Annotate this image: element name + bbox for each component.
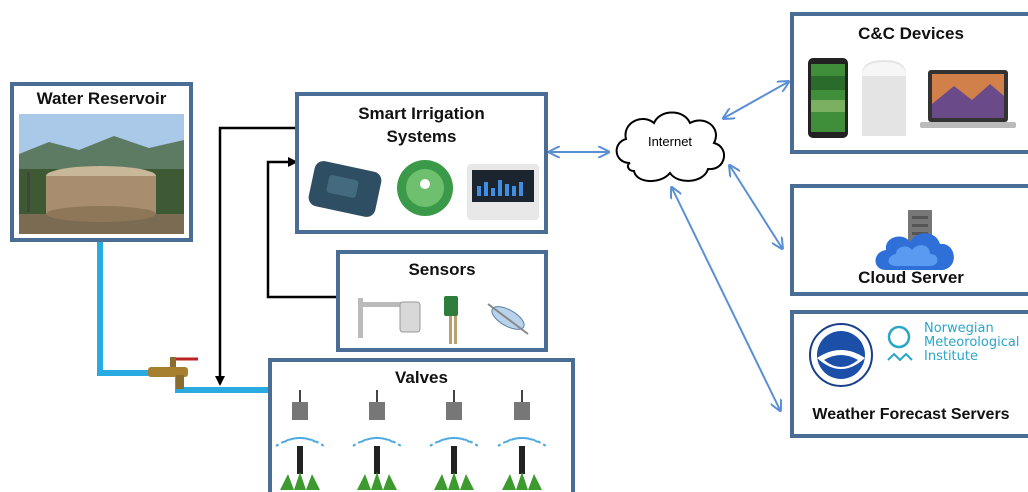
cloud-server-title: Cloud Server	[858, 268, 964, 287]
sprinkler-3	[429, 390, 479, 490]
smart-irrigation-box: Smart Irrigation Systems	[295, 92, 548, 234]
water-reservoir-title: Water Reservoir	[36, 89, 167, 108]
cc-devices-box: C&C Devices	[790, 12, 1028, 154]
faucet-icon	[148, 357, 198, 389]
smart-irrigation-title-line1: Smart Irrigation	[358, 104, 485, 123]
valves-title: Valves	[395, 368, 448, 387]
water-reservoir-box: Water Reservoir	[10, 82, 193, 242]
link-internet-weather	[672, 188, 780, 410]
met-institute-logo-text: Norwegian Meteorological Institute	[924, 321, 1020, 364]
internet-label: Internet	[647, 134, 693, 149]
water-pipe	[97, 238, 155, 376]
sensors-box: Sensors	[336, 250, 548, 352]
smart-irrigation-title: Smart Irrigation Systems	[299, 102, 544, 148]
cloud-server-icon	[875, 210, 954, 270]
reservoir-photo	[19, 114, 184, 234]
cc-devices-title: C&C Devices	[858, 24, 964, 43]
smart-irrigation-title-line2: Systems	[386, 127, 457, 146]
sprinkler-1	[275, 390, 325, 490]
sensors-title: Sensors	[408, 260, 476, 279]
noaa-logo-icon	[809, 323, 873, 387]
link-internet-cc	[724, 82, 788, 118]
link-internet-cloud	[730, 166, 782, 248]
control-wire-sensors-to-irrigation	[266, 157, 336, 299]
cloud-server-box: Cloud Server	[790, 184, 1028, 296]
sprinkler-2	[352, 390, 402, 490]
irrigation-controllers-icon	[308, 160, 539, 220]
met-institute-logo-icon	[887, 325, 913, 362]
weather-servers-box: Norwegian Meteorological Institute Weath…	[790, 310, 1028, 438]
control-wire-irrigation-to-valves	[215, 126, 298, 386]
sensor-devices-icon	[358, 296, 529, 344]
internet-cloud-icon	[615, 111, 725, 182]
weather-servers-title: Weather Forecast Servers	[812, 406, 1010, 423]
sprinkler-4	[497, 390, 547, 490]
sprinkler-heads-icon	[275, 390, 547, 490]
cc-devices-icon	[808, 58, 1016, 138]
